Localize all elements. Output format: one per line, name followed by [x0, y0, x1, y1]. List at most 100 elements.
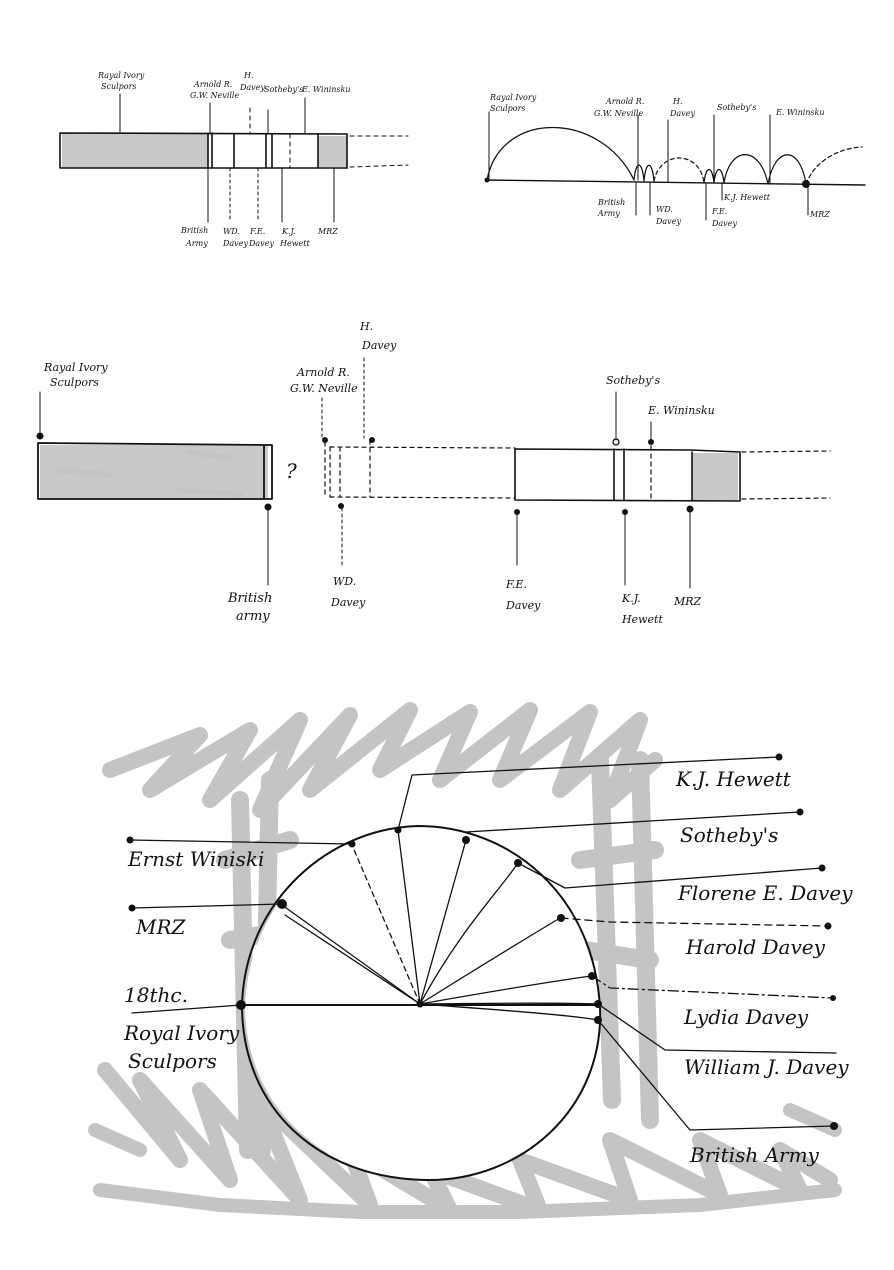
label-h-3: H. — [359, 320, 373, 333]
label-royal-ivory-2: Rayal Ivory — [489, 93, 537, 102]
end-ernst-4 — [126, 836, 134, 844]
dot-h-davey-3 — [369, 437, 375, 443]
dashed-section-davey-3 — [324, 439, 516, 499]
label-sculptors-3: Sculpors — [50, 376, 99, 389]
label-hewett-1: Hewett — [279, 239, 311, 248]
label-kj-1: K.J. — [281, 227, 296, 236]
label-neville-3: G.W. Neville — [290, 382, 358, 395]
radial-harold — [419, 917, 561, 1005]
radial-ernst — [351, 844, 421, 1005]
label-wd-davey-1: Davey — [222, 239, 248, 248]
label-kj-3: K.J. — [621, 592, 641, 605]
label-mrz-4: MRZ — [135, 915, 187, 939]
leader-royal-ivory-4 — [131, 1004, 242, 1014]
label-neville-1: G.W. Neville — [190, 91, 239, 100]
label-h-2: H. — [672, 97, 683, 106]
end-kj-hewett-4 — [775, 753, 783, 761]
bottom-leaders — [207, 167, 335, 223]
label-e-wininski-2: E. Wininsku — [775, 108, 825, 117]
leader-sothebys-4 — [465, 811, 801, 833]
label-royal-ivory-3: Rayal Ivory — [43, 361, 108, 374]
label-sothebys-1: Sotheby's — [264, 85, 303, 94]
label-davey-1: Davey — [239, 83, 265, 92]
center-dot — [416, 1000, 424, 1008]
bar-right-3 — [514, 448, 741, 502]
label-sothebys-3: Sotheby's — [606, 374, 660, 387]
scribble-background — [88, 702, 842, 1219]
circle-upper-white — [245, 825, 598, 1005]
bar-royal-ivory-3 — [37, 442, 273, 500]
label-fe-2: F.E. — [711, 207, 727, 216]
label-fe-davey-2: Davey — [711, 219, 737, 228]
label-fe-1: F.E. — [249, 227, 265, 236]
leader-william-4 — [597, 1003, 837, 1054]
shaded-segment-mrz — [318, 136, 347, 167]
end-harold-4 — [824, 922, 832, 930]
label-british-3: British — [227, 591, 272, 606]
leader-british-army-4 — [597, 1019, 835, 1131]
label-sculptors-1: Sculpors — [101, 82, 137, 91]
dot-sothebys-4 — [462, 836, 470, 844]
dashed-leaders-3 — [321, 357, 365, 566]
label-wd-1: WD. — [223, 227, 240, 236]
leader-florence-4 — [517, 862, 823, 889]
dot-mrz — [802, 180, 810, 188]
label-army-2: Army — [597, 209, 620, 218]
label-lydia-davey: Lydia Davey — [683, 1005, 809, 1029]
bottom-leaders-2 — [635, 181, 809, 221]
circle-outline — [241, 825, 602, 1182]
label-army-3: army — [236, 609, 270, 624]
label-royal-ivory-4: Royal Ivory — [123, 1021, 240, 1045]
label-kj-hewett-2: K.J. Hewett — [723, 193, 771, 202]
bar-dividers — [207, 132, 348, 169]
scribble-top — [102, 702, 663, 818]
circle-lower-white — [245, 1005, 600, 1180]
dashed-right-3 — [650, 445, 831, 501]
end-florence-4 — [818, 864, 826, 872]
label-wd-3: WD. — [333, 575, 356, 588]
label-fe-3: F.E. — [505, 578, 527, 591]
label-sculptors-4: Sculpors — [128, 1049, 217, 1073]
label-arnold-2: Arnold R. — [605, 97, 644, 106]
end-british-army-4 — [830, 1122, 838, 1130]
label-e-wininski-1: E. Wininsku — [301, 85, 351, 94]
scribble-bottom — [97, 1062, 838, 1218]
arcs-small — [633, 164, 725, 184]
label-wd-2: WD. — [656, 205, 673, 214]
label-fe-davey-1: Davey — [248, 239, 274, 248]
label-h-1: H. — [243, 71, 254, 80]
radial-mrz-2 — [284, 914, 421, 1005]
sketch-1-bar-timeline: Rayal Ivory Sculpors Arnold R. G.W. Nevi… — [59, 71, 409, 248]
label-arnold-1: Arnold R. — [193, 80, 232, 89]
dashed-lines — [249, 107, 409, 169]
label-wd-davey-3: Davey — [330, 596, 366, 609]
label-royal-ivory-1: Rayal Ivory — [97, 71, 145, 80]
end-lydia-4 — [830, 995, 836, 1001]
radial-sothebys — [419, 839, 467, 1005]
leader-lydia-4 — [591, 975, 834, 999]
label-arnold-3: Arnold R. — [296, 366, 350, 379]
leader-harold-4 — [560, 917, 829, 927]
label-mrz-3: MRZ — [673, 595, 702, 608]
arc-dashed-continue — [805, 146, 863, 185]
label-british-1: British — [180, 226, 208, 235]
label-mrz-1: MRZ — [317, 227, 338, 236]
label-ernst-winiski: Ernst Winiski — [127, 847, 264, 871]
sketch-4-circle-diagram: Ernst Winiski MRZ 18thc. Royal Ivory Scu… — [88, 702, 853, 1219]
radial-mrz — [281, 904, 421, 1005]
label-sothebys-4: Sotheby's — [680, 823, 778, 847]
dot-wd-davey-3 — [338, 503, 344, 509]
label-kj-hewett-4: K.J. Hewett — [675, 767, 792, 791]
shaded-segment-royal-ivory — [62, 133, 208, 168]
label-harold-davey: Harold Davey — [685, 935, 826, 959]
label-army-1: Army — [185, 239, 208, 248]
radial-lydia — [419, 975, 593, 1005]
label-18thc: 18thc. — [124, 983, 188, 1007]
sketch-3-large-bar-timeline: ? Rayal Ivory Sculpors Arnold R. G.W. Ne… — [36, 320, 831, 626]
label-e-wininski-3: E. Wininsku — [647, 404, 715, 417]
leader-ernst-4 — [129, 839, 353, 845]
bottom-dashed-leaders — [229, 167, 259, 223]
baseline — [486, 179, 866, 186]
label-british-army-4: British Army — [689, 1143, 820, 1167]
shaded-segment-mrz-3 — [692, 453, 738, 500]
